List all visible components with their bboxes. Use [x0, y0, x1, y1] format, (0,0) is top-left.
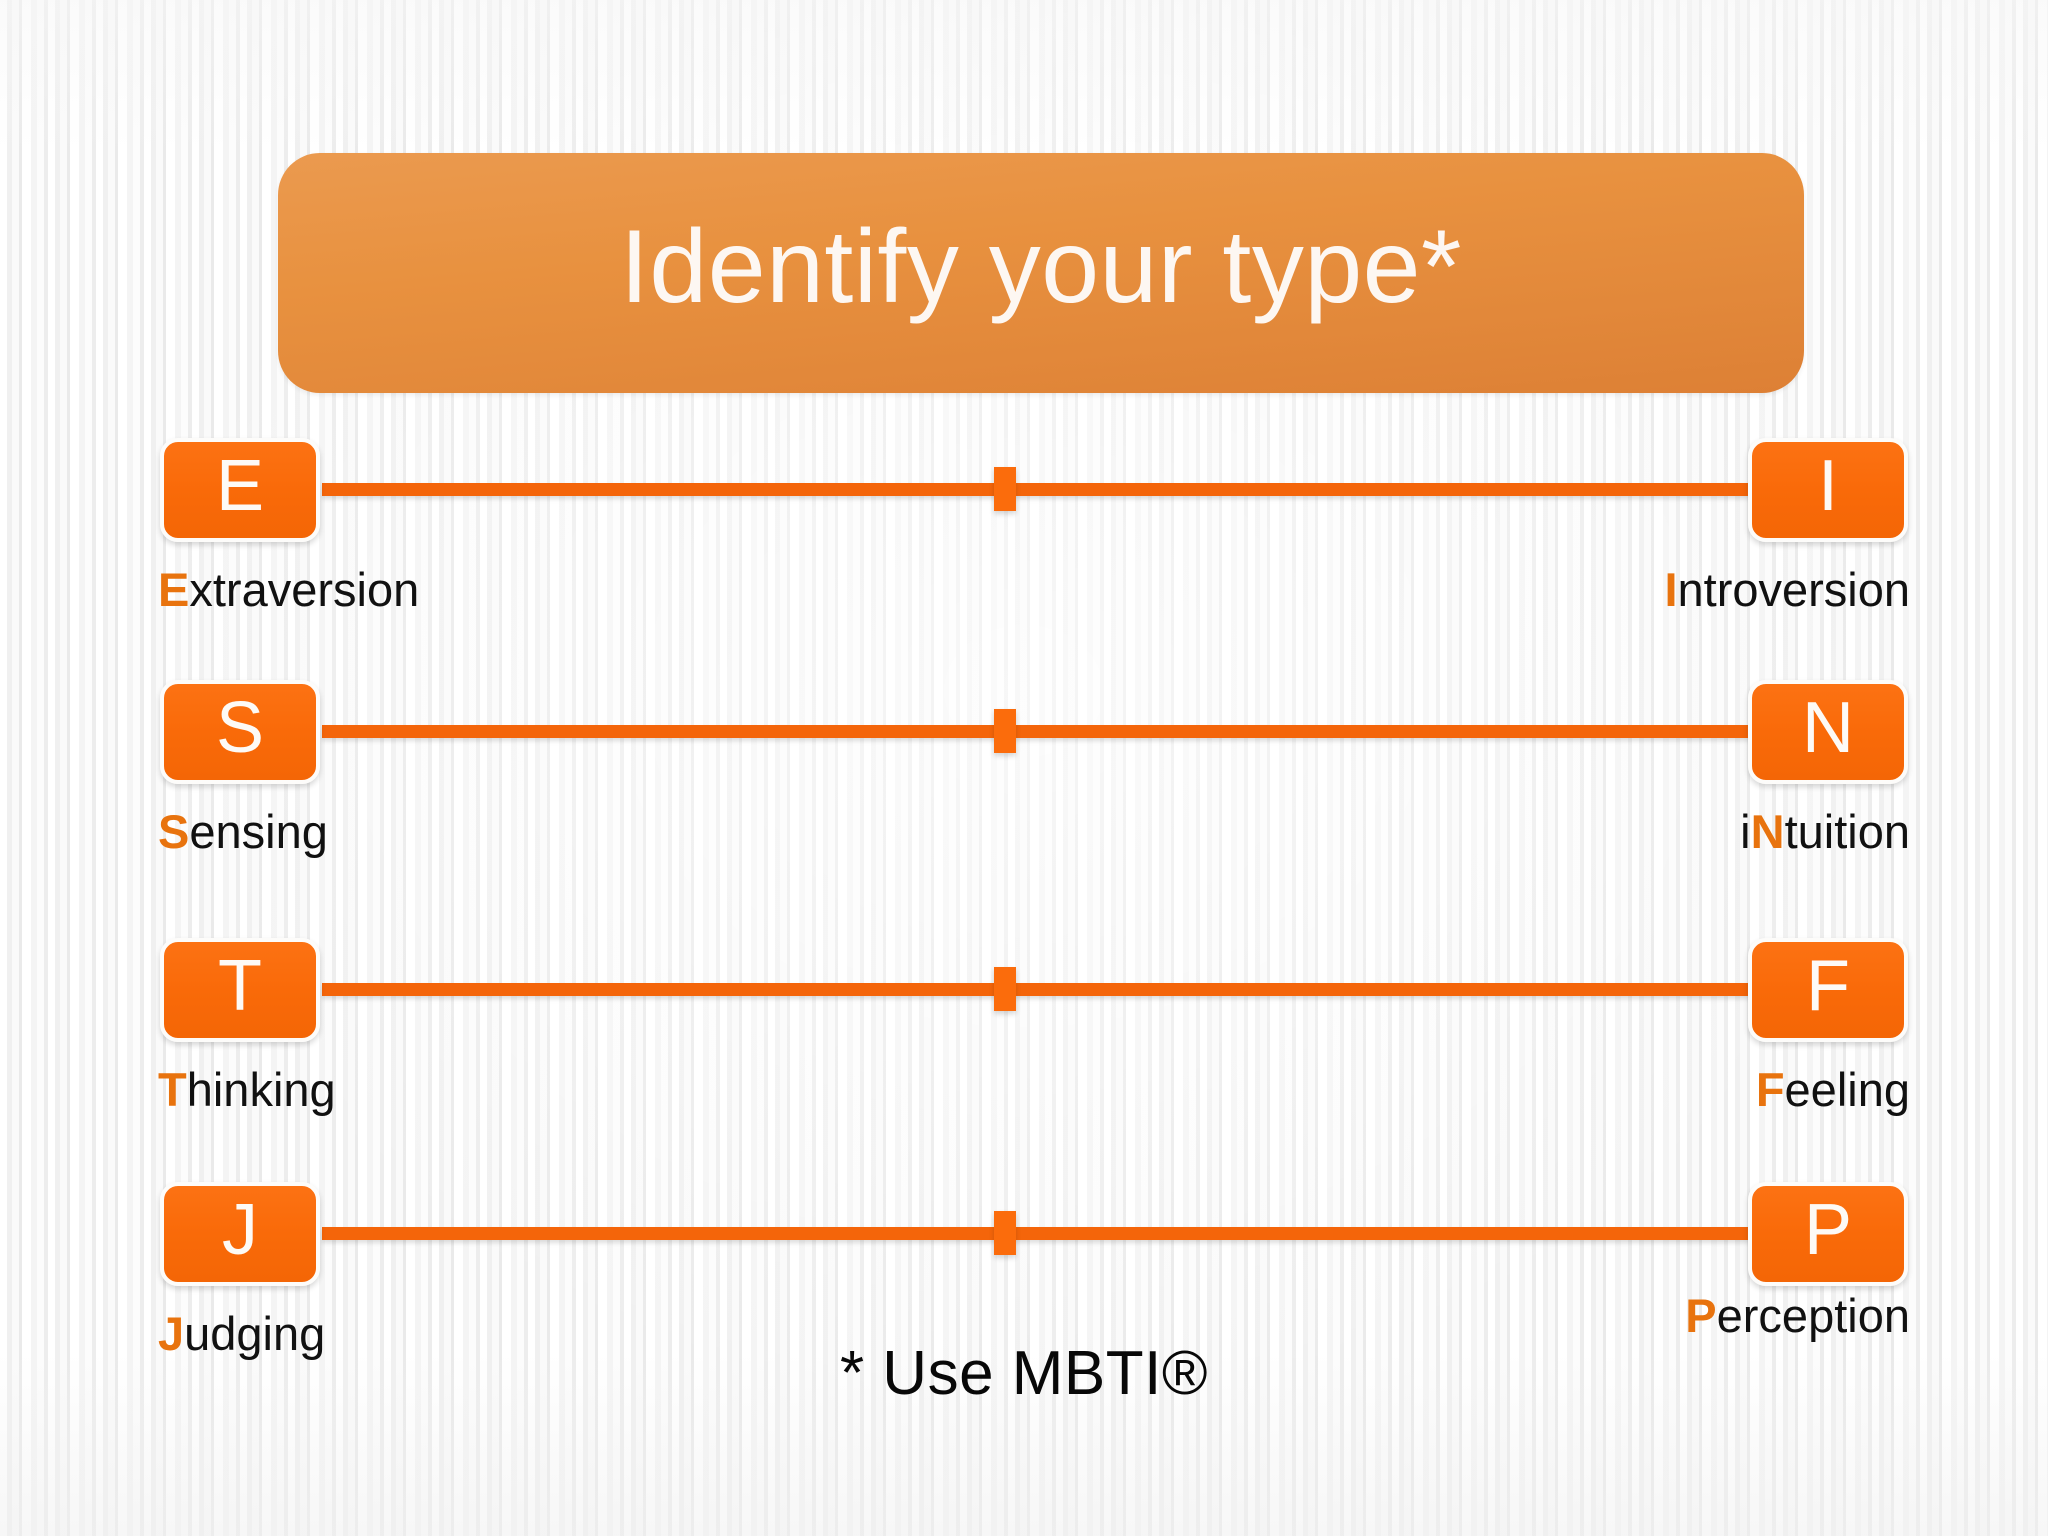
sn-right-pole-letter: N: [1802, 688, 1854, 768]
title-banner: Identify your type*: [278, 153, 1804, 393]
tf-right-label-rest: eeling: [1784, 1063, 1910, 1116]
sn-right-label-rest: tuition: [1784, 805, 1910, 858]
jp-left-pole-letter: J: [222, 1190, 258, 1270]
sn-right-pole-label: iNtuition: [1740, 808, 1910, 855]
dichotomy-row-sn: S N Sensing iNtuition: [0, 680, 2048, 880]
ei-right-key-letter: I: [1664, 563, 1678, 616]
tf-connector-line: [322, 983, 1750, 996]
sn-connector-line: [322, 725, 1750, 738]
sn-left-label-rest: ensing: [189, 805, 328, 858]
sn-right-key-letter: N: [1750, 805, 1785, 858]
tf-right-pole-letter: F: [1806, 946, 1850, 1026]
footnote-text: * Use MBTI®: [839, 1339, 1209, 1408]
sn-midpoint-marker[interactable]: [994, 709, 1016, 753]
dichotomy-row-tf: T F Thinking Feeling: [0, 938, 2048, 1138]
tf-left-pole-letter: T: [218, 946, 262, 1026]
ei-right-pole-letter: I: [1817, 446, 1838, 526]
ei-left-label-rest: xtraversion: [189, 563, 420, 616]
tf-left-pole-label: Thinking: [158, 1066, 336, 1113]
sn-left-pole-label: Sensing: [158, 808, 328, 855]
jp-left-pole-box[interactable]: J: [160, 1182, 320, 1286]
tf-midpoint-marker[interactable]: [994, 967, 1016, 1011]
tf-right-pole-label: Feeling: [1756, 1066, 1910, 1113]
ei-left-key-letter: E: [158, 563, 190, 616]
sn-right-label-pre: i: [1740, 805, 1751, 858]
ei-left-pole-label: Extraversion: [158, 566, 419, 613]
jp-right-pole-label: Perception: [1685, 1292, 1910, 1339]
jp-right-pole-box[interactable]: P: [1748, 1182, 1908, 1286]
ei-left-pole-letter: E: [215, 446, 265, 526]
ei-left-pole-box[interactable]: E: [160, 438, 320, 542]
jp-right-key-letter: P: [1685, 1289, 1717, 1342]
jp-right-label-rest: erception: [1716, 1289, 1910, 1342]
sn-left-key-letter: S: [158, 805, 190, 858]
tf-left-key-letter: T: [158, 1063, 187, 1116]
sn-right-pole-box[interactable]: N: [1748, 680, 1908, 784]
dichotomy-row-ei: E I Extraversion Introversion: [0, 438, 2048, 638]
ei-right-label-rest: ntroversion: [1677, 563, 1911, 616]
ei-right-pole-box[interactable]: I: [1748, 438, 1908, 542]
tf-right-key-letter: F: [1755, 1063, 1785, 1116]
jp-connector-line: [322, 1227, 1750, 1240]
tf-right-pole-box[interactable]: F: [1748, 938, 1908, 1042]
ei-midpoint-marker[interactable]: [994, 467, 1016, 511]
page-title: Identify your type*: [620, 209, 1462, 325]
tf-left-pole-box[interactable]: T: [160, 938, 320, 1042]
sn-left-pole-letter: S: [215, 688, 265, 768]
sn-left-pole-box[interactable]: S: [160, 680, 320, 784]
ei-connector-line: [322, 483, 1750, 496]
tf-left-label-rest: hinking: [186, 1063, 336, 1116]
jp-right-pole-letter: P: [1803, 1190, 1853, 1270]
jp-midpoint-marker[interactable]: [994, 1211, 1016, 1255]
ei-right-pole-label: Introversion: [1664, 566, 1910, 613]
